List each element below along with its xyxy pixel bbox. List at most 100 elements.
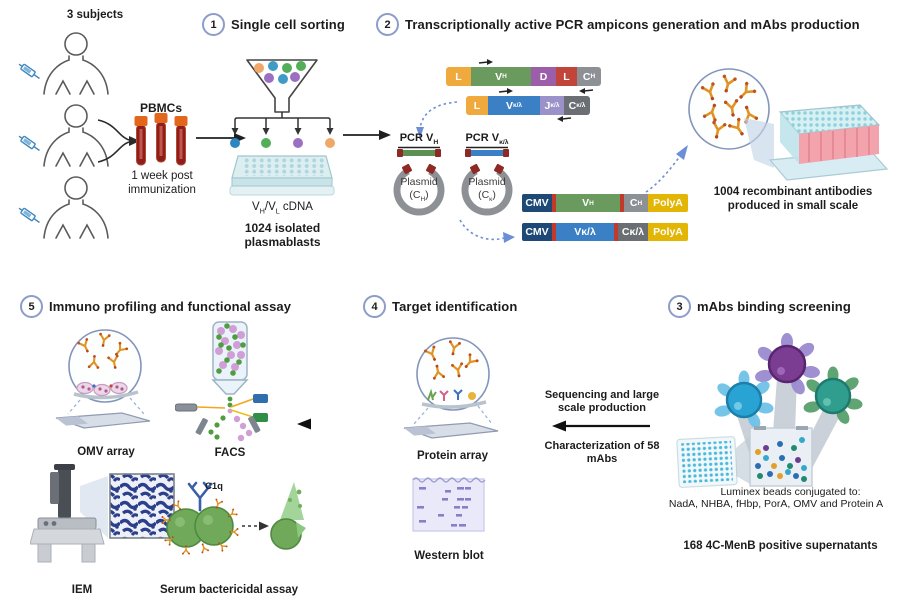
protein-array-illustration bbox=[403, 337, 499, 439]
dashed-arrow-cassette-to-production bbox=[645, 145, 688, 193]
antigen-icon bbox=[468, 392, 476, 400]
subjects-count-label: 3 subjects bbox=[66, 9, 124, 21]
omv-array-label: OMV array bbox=[77, 446, 135, 458]
antigen-icon bbox=[439, 390, 449, 401]
step-3-heading: 3 mAbs binding screening bbox=[668, 295, 851, 318]
magnified-well-icon bbox=[749, 426, 813, 487]
arrow-screening-to-target bbox=[552, 420, 650, 432]
arrow-target-to-profiling bbox=[297, 418, 396, 430]
plate-zoom-connector bbox=[736, 436, 750, 484]
plasmablast-count-label: 1024 isolated plasmablasts bbox=[244, 221, 321, 250]
western-blot-label: Western blot bbox=[414, 550, 484, 562]
positive-supernatants-label: 168 4C-MenB positive supernatants bbox=[683, 540, 878, 552]
cassette-cmv: CMV bbox=[522, 223, 552, 241]
gene-segment-d: D bbox=[531, 67, 556, 86]
blood-tube-icon bbox=[134, 116, 148, 166]
gene-segment-leader: L bbox=[446, 67, 471, 86]
step-5-title: Immuno profiling and functional assay bbox=[49, 299, 292, 314]
production-count-label: 1004 recombinant antibodies produced in … bbox=[713, 186, 873, 212]
primer-arrow-icon bbox=[478, 59, 493, 65]
cassette-polya: PolyA bbox=[648, 223, 688, 241]
plasmid-ck-icon bbox=[461, 146, 513, 216]
pcr-vh-label: PCR VH bbox=[399, 132, 439, 147]
antigen-icon bbox=[427, 388, 437, 401]
detector-icon bbox=[253, 394, 268, 403]
dashed-arrow-genes-to-plasmid bbox=[416, 101, 458, 138]
cassette-separator bbox=[552, 194, 556, 212]
detector-icon bbox=[253, 413, 268, 422]
western-blot-icon bbox=[412, 477, 486, 532]
immunization-time-label: 1 week post immunization bbox=[128, 170, 196, 196]
light-chain-cassette: CMV Vκ/λ Cκ/λ PolyA bbox=[522, 223, 688, 241]
iem-label: IEM bbox=[71, 584, 93, 596]
cassette-ck: Cκ/λ bbox=[618, 223, 648, 241]
cassette-vk: Vκ/λ bbox=[556, 223, 614, 241]
blood-tube-icon bbox=[154, 113, 168, 163]
c1q-label: C1q bbox=[205, 481, 223, 492]
step-4-title: Target identification bbox=[392, 299, 518, 314]
facs-label: FACS bbox=[214, 447, 246, 459]
blood-tube-icon bbox=[174, 116, 188, 166]
primer-arrow-icon bbox=[498, 88, 513, 94]
luminex-caption-line1: Luminex beads conjugated to: bbox=[720, 486, 861, 498]
merge-arrow bbox=[97, 119, 140, 163]
iem-illustration bbox=[30, 464, 175, 563]
blood-tubes-icon bbox=[134, 113, 188, 166]
gene-segment-l: L bbox=[556, 67, 577, 86]
facs-icon bbox=[175, 321, 268, 442]
step-1-title: Single cell sorting bbox=[231, 17, 345, 32]
syringe-icon bbox=[18, 63, 40, 224]
human-silhouette bbox=[43, 32, 109, 239]
step-2-heading: 2 Transcriptionally active PCR ampicons … bbox=[376, 13, 860, 36]
iem-micrograph-image bbox=[109, 473, 175, 539]
step-4-heading: 4 Target identification bbox=[363, 295, 517, 318]
deflection-plate-icon bbox=[248, 416, 261, 433]
human-silhouettes bbox=[18, 32, 109, 239]
cassette-separator bbox=[620, 194, 624, 212]
bead-icon bbox=[803, 366, 863, 424]
omv-vesicle-icon bbox=[76, 381, 128, 397]
cell-sorter-funnel-icon bbox=[230, 59, 335, 148]
step-5-number-badge: 5 bbox=[20, 295, 43, 318]
luminex-screening-illustration bbox=[676, 333, 863, 488]
pcr-vk-label: PCR Vκ/λ bbox=[465, 132, 509, 147]
primer-arrow-icon bbox=[579, 88, 594, 94]
luminex-caption-line2: NadA, NHBA, fHbp, PorA, OMV and Protein … bbox=[668, 498, 884, 510]
step-1-number-badge: 1 bbox=[202, 13, 225, 36]
bacteria-icon bbox=[166, 506, 234, 548]
pbmcs-label: PBMCs bbox=[139, 101, 182, 115]
plasmid-ch-icon bbox=[393, 146, 445, 216]
characterization-label: Characterization of 58 mAbs bbox=[544, 440, 660, 466]
cassette-separator bbox=[614, 223, 618, 241]
step-2-number-badge: 2 bbox=[376, 13, 399, 36]
electron-microscope-icon bbox=[30, 464, 105, 563]
sequencing-label: Sequencing and large scale production bbox=[544, 389, 660, 415]
step-2-title: Transcriptionally active PCR ampicons ge… bbox=[405, 17, 860, 32]
protein-array-label: Protein array bbox=[417, 450, 488, 462]
dashed-arrow-plasmid-to-cassette bbox=[459, 219, 515, 243]
cdna-label: VH/VL cDNA bbox=[252, 201, 313, 216]
lysed-cell-icon bbox=[270, 482, 306, 550]
step-5-heading: 5 Immuno profiling and functional assay bbox=[20, 295, 291, 318]
gene-segment-leader: L bbox=[466, 96, 488, 115]
bead-icon bbox=[755, 333, 820, 395]
arrow-sorting-to-pcr bbox=[343, 130, 391, 140]
omv-array-illustration bbox=[55, 329, 151, 429]
step-4-number-badge: 4 bbox=[363, 295, 386, 318]
serum-bactericidal-label: Serum bactericidal assay bbox=[159, 584, 299, 596]
luminex-plate-icon bbox=[676, 436, 738, 488]
plasmid-ck-label: Plasmid (Cκ) bbox=[468, 176, 506, 204]
cassette-cmv: CMV bbox=[522, 194, 552, 212]
cassette-polya: PolyA bbox=[648, 194, 688, 212]
bead-icon bbox=[714, 370, 774, 428]
step-3-number-badge: 3 bbox=[668, 295, 691, 318]
